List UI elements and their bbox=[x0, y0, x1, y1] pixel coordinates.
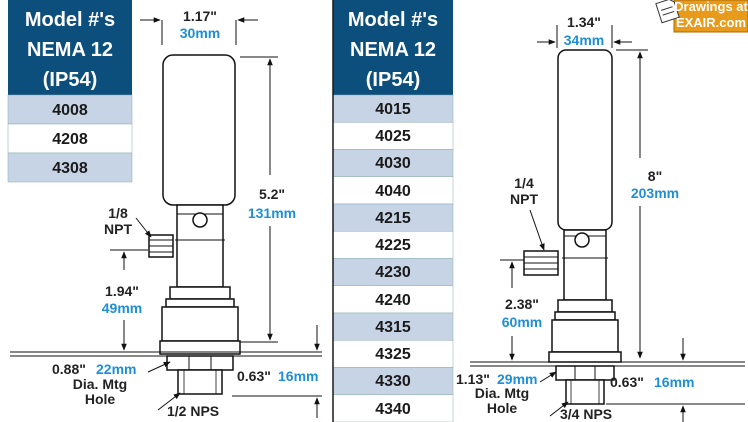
right-cabinet-cooler-drawing bbox=[470, 25, 745, 422]
right-width-mm: 34mm bbox=[564, 32, 604, 48]
left-base-mm: 49mm bbox=[102, 300, 142, 316]
left-thread-mm: 16mm bbox=[278, 368, 318, 384]
left-nps-label: 1/2 NPS bbox=[167, 403, 219, 419]
right-hole-label-1: Dia. Mtg bbox=[475, 385, 529, 401]
right-hole-inch: 1.13" bbox=[456, 371, 490, 387]
right-hole-label-2: Hole bbox=[487, 400, 518, 416]
left-hole-label-1: Dia. Mtg bbox=[73, 376, 127, 392]
left-hole-mm: 22mm bbox=[96, 361, 136, 377]
right-model-cell: 4025 bbox=[375, 128, 411, 145]
left-cabinet-cooler-drawing bbox=[10, 17, 322, 418]
right-model-cell: 4230 bbox=[375, 264, 411, 281]
badge-line-2: EXAIR.com bbox=[676, 15, 746, 30]
right-npt-label: NPT bbox=[510, 191, 538, 207]
left-npt-size: 1/8 bbox=[108, 205, 128, 221]
right-model-cell: 4340 bbox=[375, 401, 411, 418]
left-model-cell: 4308 bbox=[52, 160, 88, 177]
right-thread-inch: 0.63" bbox=[610, 374, 644, 390]
right-npt-size: 1/4 bbox=[514, 175, 534, 191]
left-hole-label-2: Hole bbox=[85, 391, 116, 407]
right-model-table: Model #'s NEMA 12 (IP54) 4015 4025 4030 … bbox=[332, 0, 454, 422]
right-table-header-bg bbox=[333, 0, 453, 95]
left-height-inch: 5.2" bbox=[259, 186, 285, 202]
right-nps-label: 3/4 NPS bbox=[560, 406, 612, 422]
right-model-cell: 4325 bbox=[375, 346, 411, 363]
right-header-line-3: (IP54) bbox=[366, 69, 420, 91]
left-dimension-labels: 1.17" 30mm 5.2" 131mm 1/8 NPT 1.94" 49mm… bbox=[52, 8, 318, 419]
right-dimension-labels: 1.34" 34mm 8" 203mm 1/4 NPT 2.38" 60mm 1… bbox=[456, 14, 694, 422]
right-model-cell: 4330 bbox=[375, 373, 411, 390]
left-table-header-bg bbox=[8, 0, 132, 95]
drawings-badge[interactable]: Drawings at EXAIR.com bbox=[655, 0, 748, 33]
left-width-inch: 1.17" bbox=[183, 8, 217, 24]
right-header-line-2: NEMA 12 bbox=[350, 39, 436, 61]
right-height-inch: 8" bbox=[648, 168, 662, 184]
left-height-mm: 131mm bbox=[248, 205, 296, 221]
right-thread-mm: 16mm bbox=[654, 374, 694, 390]
cad-file-icon bbox=[655, 0, 680, 24]
right-model-cell: 4040 bbox=[375, 183, 411, 200]
right-hole-mm: 29mm bbox=[497, 371, 537, 387]
left-thread-inch: 0.63" bbox=[237, 368, 271, 384]
left-npt-label: NPT bbox=[104, 221, 132, 237]
right-base-mm: 60mm bbox=[502, 314, 542, 330]
left-model-cell: 4208 bbox=[52, 131, 88, 148]
right-header-line-1: Model #'s bbox=[348, 9, 438, 31]
left-model-table: Model #'s NEMA 12 (IP54) 4008 4208 4308 bbox=[7, 0, 133, 183]
right-model-cell: 4315 bbox=[375, 319, 411, 336]
right-height-mm: 203mm bbox=[631, 185, 679, 201]
badge-line-1: Drawings at bbox=[674, 0, 748, 14]
right-model-cell: 4240 bbox=[375, 292, 411, 309]
right-model-cell: 4225 bbox=[375, 237, 411, 254]
left-header-line-2: NEMA 12 bbox=[27, 39, 113, 61]
right-model-cell: 4030 bbox=[375, 155, 411, 172]
left-header-line-3: (IP54) bbox=[43, 69, 97, 91]
left-width-mm: 30mm bbox=[180, 25, 220, 41]
right-model-cell: 4015 bbox=[375, 101, 411, 118]
left-header-line-1: Model #'s bbox=[25, 9, 115, 31]
left-hole-inch: 0.88" bbox=[52, 361, 86, 377]
left-model-cell: 4008 bbox=[52, 102, 88, 119]
right-base-inch: 2.38" bbox=[505, 296, 539, 312]
right-model-cell: 4215 bbox=[375, 210, 411, 227]
left-base-inch: 1.94" bbox=[105, 283, 139, 299]
right-width-inch: 1.34" bbox=[567, 14, 601, 30]
